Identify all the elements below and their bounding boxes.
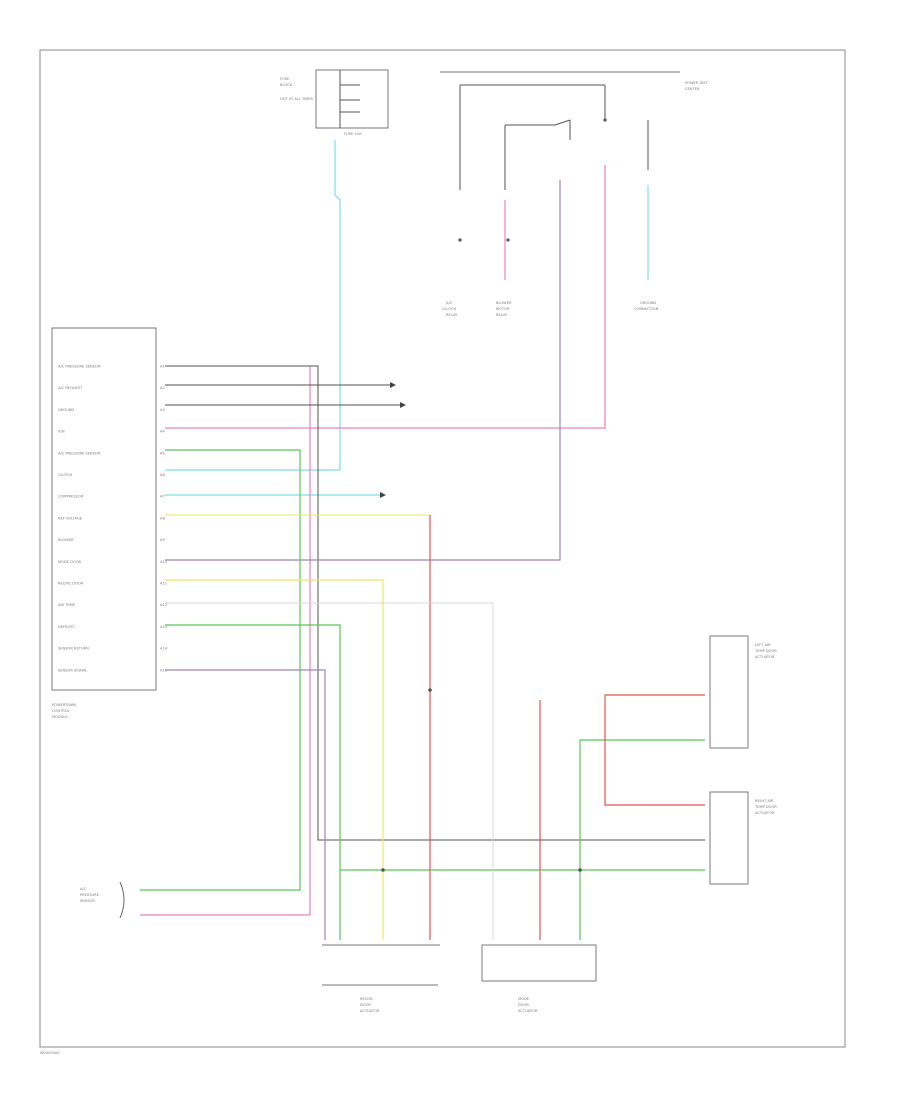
wire-cyan bbox=[165, 140, 341, 471]
left-air-temp-actuator: LEFT AIR TEMP DOOR ACTUATOR bbox=[709, 635, 777, 749]
module-name-2: CONTROL bbox=[52, 709, 70, 713]
pin-label: BLOWER bbox=[58, 538, 74, 542]
pin-label: A/C PRESSURE SENSOR bbox=[58, 365, 101, 369]
bottom-left-module-label-2: DOOR bbox=[360, 1003, 371, 1007]
pin-label: IGN bbox=[58, 430, 65, 434]
relay-mid-label-2: MOTOR bbox=[496, 307, 510, 311]
pin-number: A3 bbox=[160, 408, 165, 412]
arrow-2 bbox=[400, 402, 406, 408]
fuse-box: FUSE BLOCK HOT AT ALL TIMES FUSE 10A bbox=[280, 69, 389, 136]
wire-pink-3 bbox=[140, 366, 311, 916]
pin-label: DEFROST bbox=[58, 625, 76, 629]
relay-labels: A/C CLUTCH RELAY BLOWER MOTOR RELAY GROU… bbox=[442, 301, 659, 317]
pin-label: SENSOR SIGNAL bbox=[58, 668, 87, 672]
figure-code: W0000000 bbox=[40, 1051, 60, 1055]
right-bottom-module-label-3: ACTUATOR bbox=[755, 811, 775, 815]
hvac-control-module: A/C PRESSURE SENSOR A1A/C REQUEST A2GROUND… bbox=[51, 327, 168, 719]
wire-lightgray bbox=[165, 602, 494, 940]
ac-sensor-label-3: SENSOR bbox=[80, 899, 95, 903]
ac-pressure-sensor: A/C PRESSURE SENSOR bbox=[80, 881, 125, 919]
diagram-frame bbox=[39, 49, 846, 1048]
fuse-box-label-2: FUSE 10A bbox=[344, 132, 362, 136]
pin-label: SENSOR RETURN bbox=[58, 647, 89, 651]
relay-left-label-3: RELAY bbox=[446, 313, 458, 317]
bottom-right-module-label-1: MODE bbox=[518, 997, 530, 1001]
wire-pink bbox=[165, 165, 606, 429]
pin-label: RECIRC DOOR bbox=[58, 582, 84, 586]
pin-label: GROUND bbox=[58, 408, 74, 412]
wire-red-3 bbox=[604, 694, 705, 806]
right-air-temp-actuator: RIGHT AIR TEMP DOOR ACTUATOR bbox=[709, 791, 777, 885]
pin-label: REF VOLTAGE bbox=[58, 516, 83, 520]
module-name-3: MODULE bbox=[52, 715, 68, 719]
relay-left-label-1: A/C bbox=[446, 301, 453, 305]
pin-number: A11 bbox=[160, 582, 167, 586]
pin-label: AIR TEMP bbox=[58, 603, 76, 607]
wire-green-3 bbox=[579, 739, 705, 940]
bottom-left-module-label-1: RECIRC bbox=[360, 997, 374, 1001]
relay-left-label-2: CLUTCH bbox=[442, 307, 456, 311]
wire-purple bbox=[165, 180, 561, 561]
arrow-1 bbox=[390, 382, 396, 388]
pin-number: A7 bbox=[160, 495, 165, 499]
power-bus: POWER DIST CENTER bbox=[440, 71, 709, 242]
pin-number: A15 bbox=[160, 668, 167, 672]
relay-mid-label-3: RELAY bbox=[496, 313, 508, 317]
ac-sensor-label-2: PRESSURE bbox=[80, 893, 100, 897]
bottom-left-module-label-3: ACTUATOR bbox=[360, 1009, 380, 1013]
right-bottom-module-label-2: TEMP DOOR bbox=[754, 805, 777, 809]
bottom-right-module-label-3: ACTUATOR bbox=[518, 1009, 538, 1013]
pin-label: A/C REQUEST bbox=[58, 386, 83, 390]
bottom-right-module-label-2: DOOR bbox=[518, 1003, 529, 1007]
pin-number: A13 bbox=[160, 625, 167, 629]
pin-number: A9 bbox=[160, 538, 165, 542]
relay-mid-label-1: BLOWER bbox=[496, 301, 512, 305]
wire-yellow bbox=[165, 579, 384, 940]
pin-number: A8 bbox=[160, 516, 165, 520]
pin-label: MODE DOOR bbox=[58, 560, 82, 564]
ac-sensor-label-1: A/C bbox=[80, 887, 87, 891]
pin-number: A4 bbox=[160, 430, 165, 434]
pin-number: A14 bbox=[160, 647, 168, 651]
fuse-box-name-2: BLOCK bbox=[280, 83, 293, 87]
right-bottom-module-label-1: RIGHT AIR bbox=[755, 799, 774, 803]
pin-label: COMPRESSOR bbox=[58, 495, 84, 499]
right-top-module-label-2: TEMP DOOR bbox=[754, 649, 777, 653]
mode-door-actuator: MODE DOOR ACTUATOR bbox=[481, 944, 597, 1013]
pin-number: A10 bbox=[160, 560, 168, 564]
pin-label: CLUTCH bbox=[58, 473, 72, 477]
wire-purple-2 bbox=[165, 669, 326, 940]
wire-green-2 bbox=[165, 624, 341, 940]
fuse-box-label-1: HOT AT ALL TIMES bbox=[280, 97, 314, 101]
right-top-module-label-3: ACTUATOR bbox=[755, 655, 775, 659]
bus-label-1: POWER DIST bbox=[685, 81, 709, 85]
module-name-1: POWERTRAIN bbox=[52, 703, 76, 707]
pin-number: A5 bbox=[160, 451, 165, 455]
relay-right-label-2: CONNECTION bbox=[634, 307, 659, 311]
pin-number: A1 bbox=[160, 365, 165, 369]
right-top-module-label-1: LEFT AIR bbox=[755, 643, 771, 647]
recirc-door-actuator: RECIRC DOOR ACTUATOR bbox=[322, 944, 440, 1013]
module-pin-labels: A/C PRESSURE SENSOR A1A/C REQUEST A2GROUND… bbox=[58, 365, 168, 673]
relay-right-label-1: GROUND bbox=[640, 301, 656, 305]
fuse-box-name-1: FUSE bbox=[280, 77, 290, 81]
pin-number: A2 bbox=[160, 386, 165, 390]
pin-label: A/C PRESSURE SENSOR bbox=[58, 451, 101, 455]
arrow-3 bbox=[380, 492, 386, 498]
pin-number: A6 bbox=[160, 473, 165, 477]
bus-label-2: CENTER bbox=[685, 87, 700, 91]
pin-number: A12 bbox=[160, 603, 167, 607]
